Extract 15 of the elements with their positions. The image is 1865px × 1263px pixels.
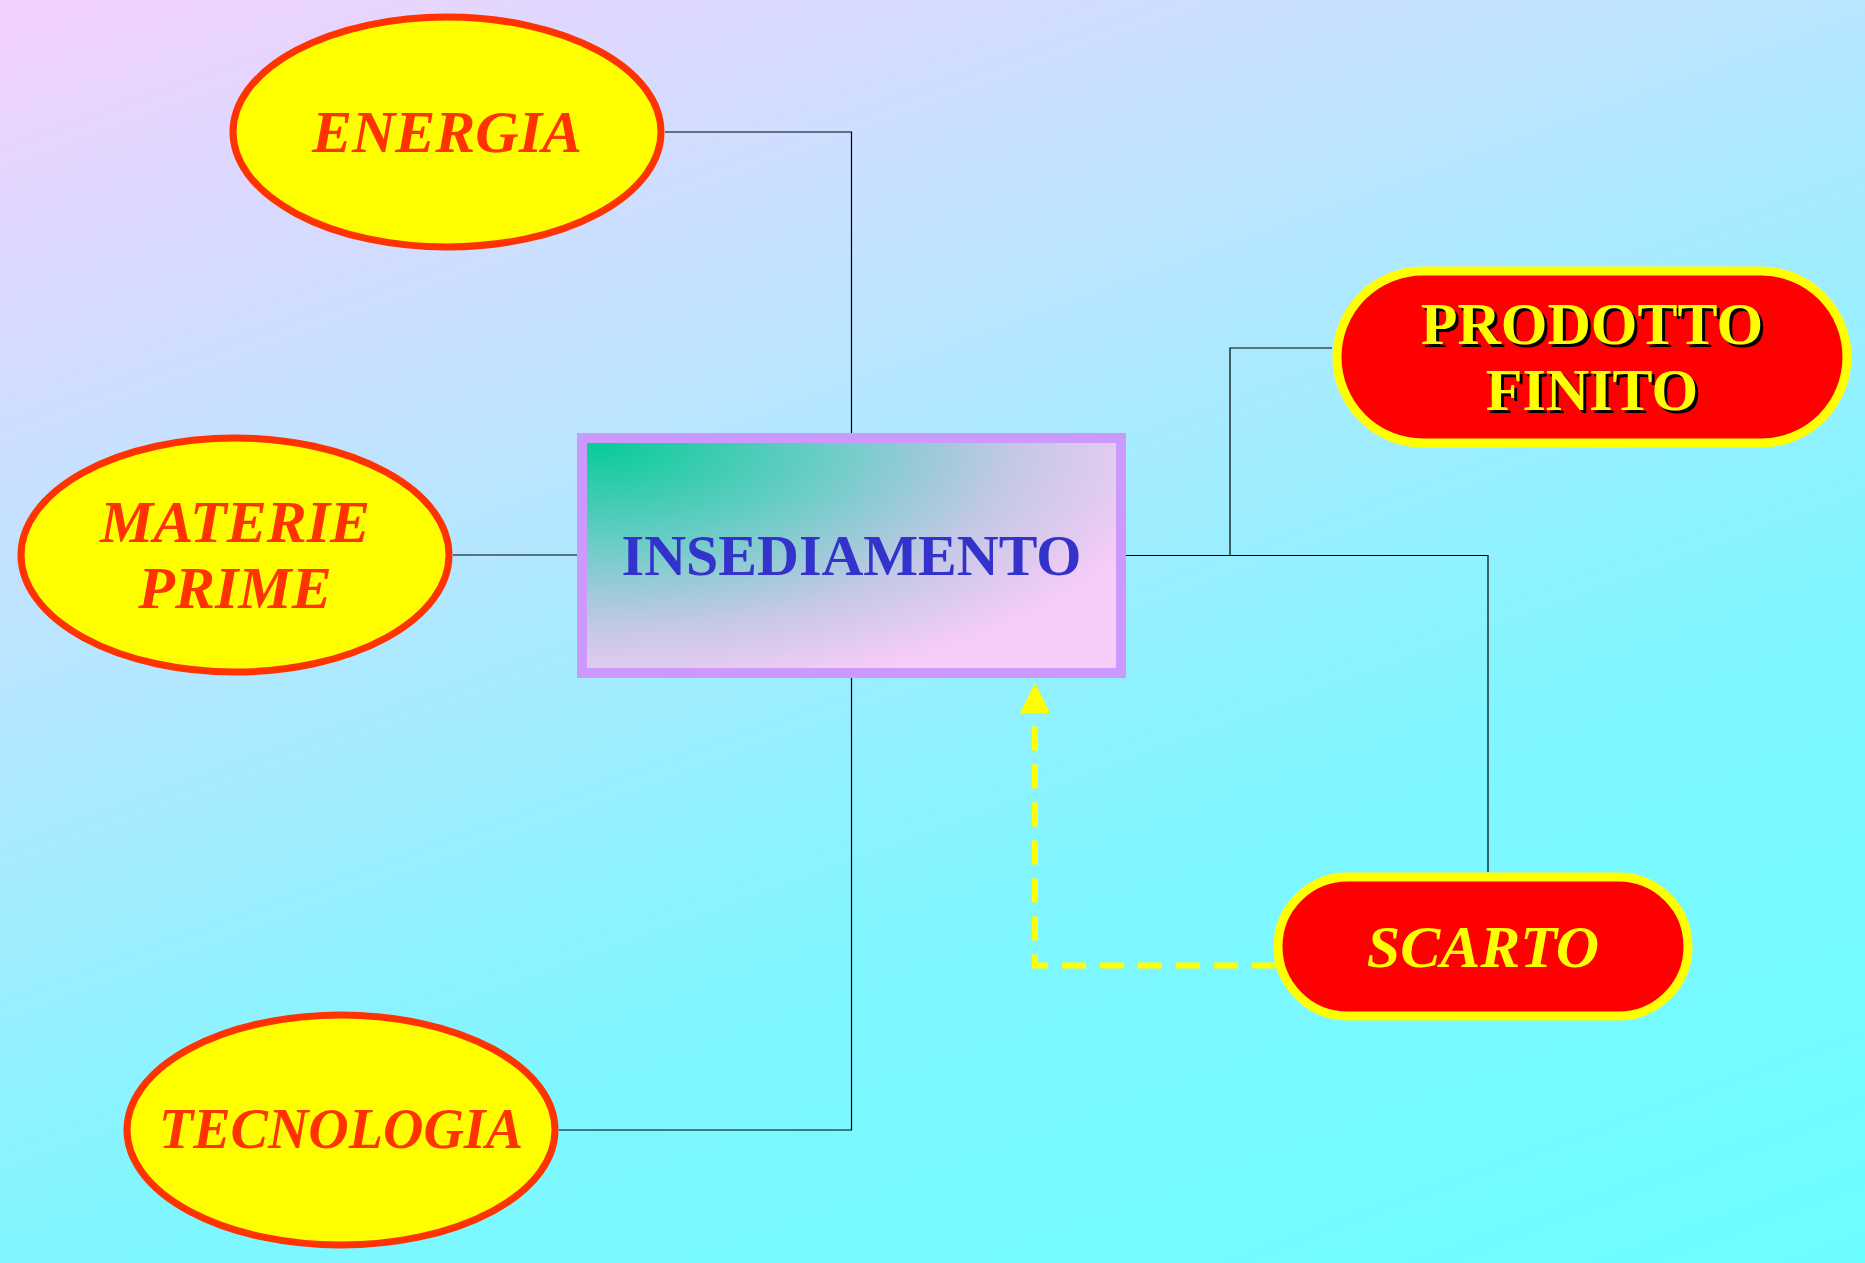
ellipse-node bbox=[17, 434, 453, 676]
connector-line bbox=[452, 554, 578, 556]
node-label: ENERGIA bbox=[311, 99, 583, 165]
process-box bbox=[577, 433, 1126, 678]
node-label: TECNOLOGIA bbox=[159, 1099, 523, 1161]
node-label: SCARTO bbox=[1366, 913, 1600, 980]
node-label: INSEDIAMENTO bbox=[621, 523, 1082, 588]
connector-line bbox=[1020, 683, 1276, 969]
connector-line bbox=[1125, 554, 1489, 873]
node-label: PRODOTTO FINITO bbox=[1419, 291, 1765, 423]
node-label: MATERIE PRIME bbox=[98, 489, 372, 621]
ellipse-node bbox=[229, 13, 665, 251]
connector-line bbox=[558, 677, 853, 1131]
connector-line bbox=[664, 131, 853, 434]
ellipse-node bbox=[123, 1011, 559, 1249]
